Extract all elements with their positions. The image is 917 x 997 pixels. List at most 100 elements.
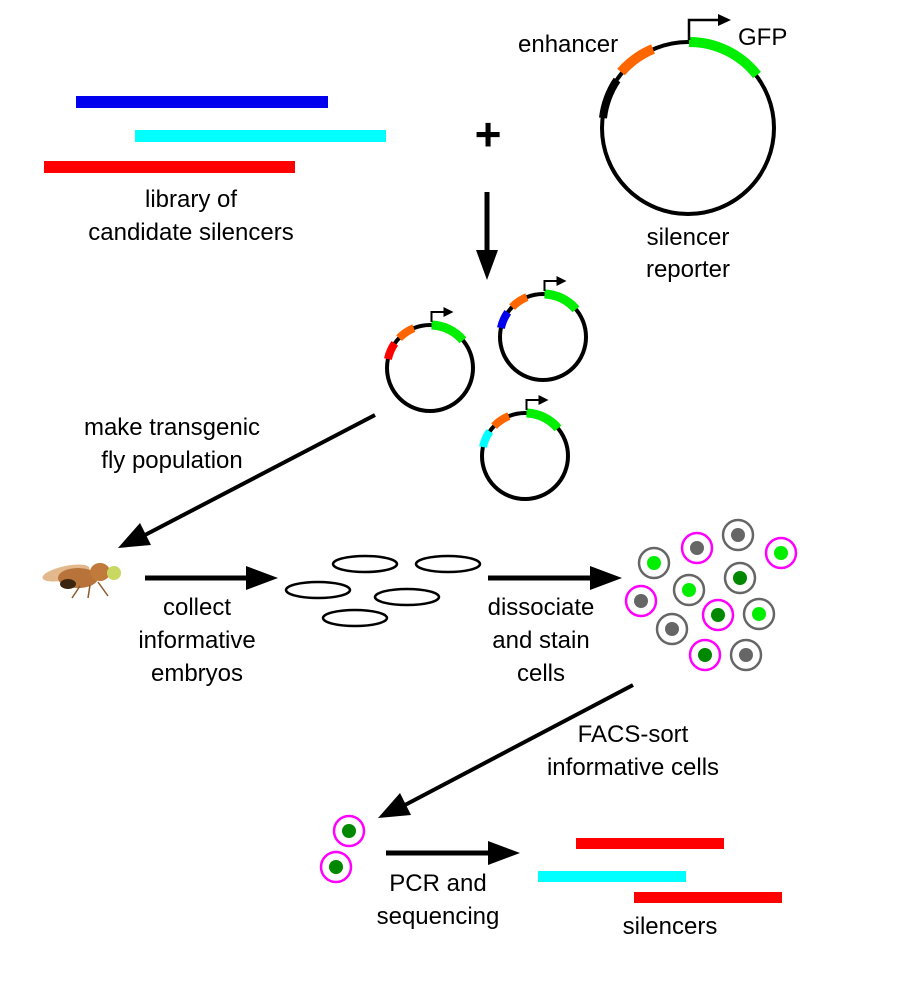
plasmid-backbone <box>498 292 588 382</box>
reporter-label-line1: silencer <box>647 224 730 251</box>
stained-cells <box>624 518 798 672</box>
pcr-label-line1: PCR and <box>389 870 486 897</box>
silencer-reporter-plasmid: enhancer GFP silencer reporter <box>518 14 787 283</box>
transgenic-label-line1: make transgenic <box>84 414 260 441</box>
cell <box>723 561 757 595</box>
cell <box>721 518 755 552</box>
sorted-cells <box>319 814 366 884</box>
cell <box>764 536 798 570</box>
dissociate-label-line2: and stain <box>492 627 589 654</box>
cell <box>729 638 763 672</box>
library-bar-cyan <box>135 130 386 142</box>
cell <box>672 573 706 607</box>
cell-nucleus <box>698 648 712 662</box>
cloned-plasmids <box>384 276 588 501</box>
library-label-line2: candidate silencers <box>88 219 293 246</box>
identified-silencers: silencers <box>538 838 782 940</box>
silencer-site <box>599 77 621 119</box>
cell <box>680 531 714 565</box>
gfp-label: GFP <box>738 24 787 51</box>
cell <box>655 612 689 646</box>
collect-label-line2: informative <box>138 627 255 654</box>
plasmid-backbone <box>600 40 776 216</box>
embryos <box>284 554 482 628</box>
recombinant-plasmid <box>497 276 588 382</box>
reporter-label-line2: reporter <box>646 256 730 283</box>
cell-nucleus <box>731 528 745 542</box>
promoter-arrowhead <box>556 276 567 287</box>
enhancer-label: enhancer <box>518 31 618 58</box>
library-label-line1: library of <box>145 186 237 213</box>
silencer-bar-red <box>576 838 724 849</box>
cell-nucleus <box>711 608 725 622</box>
silencer-insert <box>497 310 512 330</box>
cell <box>688 638 722 672</box>
cell-nucleus <box>665 622 679 636</box>
embryo <box>373 587 441 607</box>
embryo <box>331 554 399 574</box>
candidate-library: library of candidate silencers <box>44 96 386 246</box>
pcr-label-line2: sequencing <box>377 903 500 930</box>
recombinant-plasmid <box>479 395 570 501</box>
facs-label-line1: FACS-sort <box>578 721 689 748</box>
sorted-cell <box>319 850 353 884</box>
collect-arrow <box>145 566 278 590</box>
silencer-bar-cyan <box>538 871 686 882</box>
embryo <box>284 580 352 600</box>
transgenic-arrow <box>118 413 376 548</box>
cell-nucleus <box>634 594 648 608</box>
cloning-arrow <box>476 192 498 280</box>
recombinant-plasmid <box>384 307 475 413</box>
cell-nucleus <box>329 860 343 874</box>
cell <box>701 598 735 632</box>
facs-arrow <box>378 683 634 818</box>
cell-nucleus <box>682 583 696 597</box>
collect-label-line3: embryos <box>151 660 243 687</box>
facs-label-line2: informative cells <box>547 754 719 781</box>
enhancer-segment <box>491 412 511 430</box>
library-bar-red <box>44 161 295 173</box>
silencers-label: silencers <box>623 913 718 940</box>
embryo <box>321 608 389 628</box>
promoter-arrowhead <box>718 14 731 26</box>
plasmid-backbone <box>385 323 475 413</box>
promoter-arrow-icon <box>543 280 559 292</box>
promoter-arrow-icon <box>430 311 446 323</box>
silencer-insert <box>384 341 399 361</box>
enhancer-segment <box>509 293 529 311</box>
cell-nucleus <box>774 546 788 560</box>
pcr-arrow <box>386 841 520 865</box>
dissociate-arrow <box>488 566 622 590</box>
library-bar-blue <box>76 96 328 108</box>
cell-nucleus <box>690 541 704 555</box>
plus-sign: + <box>475 108 502 160</box>
cell <box>624 584 658 618</box>
enhancer-segment <box>617 44 656 76</box>
fly-image <box>42 563 121 599</box>
promoter-arrow-icon <box>687 18 720 40</box>
sorted-cell <box>332 814 366 848</box>
plasmid-backbone <box>480 411 570 501</box>
promoter-arrowhead <box>443 307 454 318</box>
cell <box>742 597 776 631</box>
cell-nucleus <box>739 648 753 662</box>
promoter-arrowhead <box>538 395 549 406</box>
cell <box>637 546 671 580</box>
silencer-insert <box>479 429 494 449</box>
gfp-segment <box>688 36 761 79</box>
transgenic-label-line2: fly population <box>101 447 242 474</box>
gfp-segment <box>544 289 580 313</box>
cell-nucleus <box>733 571 747 585</box>
dissociate-label-line1: dissociate <box>488 594 595 621</box>
enhancer-segment <box>396 324 416 342</box>
promoter-arrow-icon <box>525 399 541 411</box>
cell-nucleus <box>647 556 661 570</box>
cell-nucleus <box>342 824 356 838</box>
cell-nucleus <box>752 607 766 621</box>
gfp-segment <box>526 408 562 432</box>
collect-label-line1: collect <box>163 594 231 621</box>
dissociate-label-line3: cells <box>517 660 565 687</box>
embryo <box>414 554 482 574</box>
